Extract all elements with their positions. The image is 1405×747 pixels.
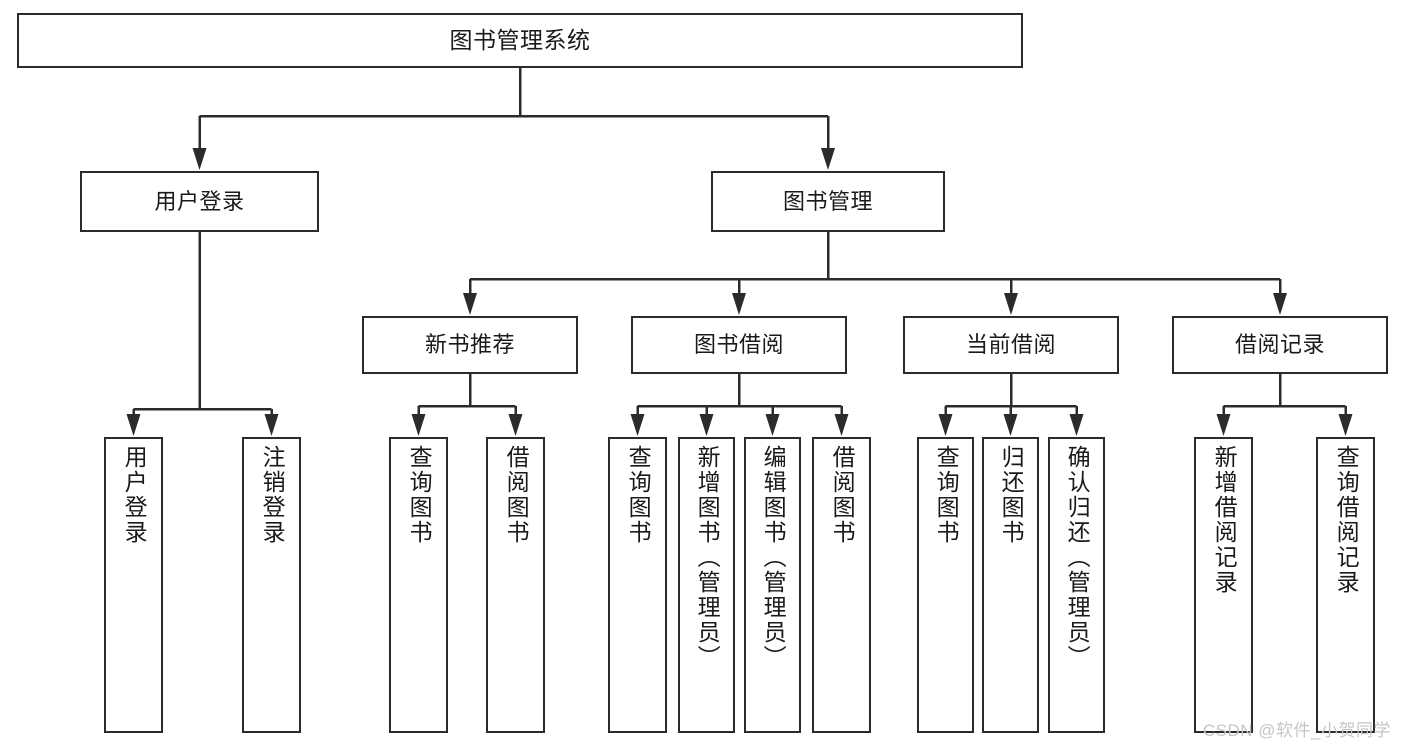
node-label-leaf-borrow-book-1: 借阅图书: [503, 445, 530, 545]
arrowhead-leaf-query-book-3: [938, 414, 953, 436]
node-label-leaf-query-book-2: 查询图书: [625, 445, 652, 545]
node-label-leaf-query-book-3: 查询图书: [933, 445, 960, 545]
arrowhead-new-book-recommend: [463, 293, 477, 315]
arrowhead-borrow-record: [1273, 293, 1287, 315]
node-label-leaf-query-borrow-record: 查询借阅记录: [1333, 445, 1360, 595]
node-leaf-add-book[interactable]: 新增图书（管理员）: [678, 437, 735, 733]
arrowhead-leaf-borrow-book-1: [508, 414, 523, 436]
arrowhead-leaf-add-borrow-record: [1216, 414, 1231, 436]
arrowhead-current-borrow: [1004, 293, 1018, 315]
arrowhead-leaf-logout: [264, 414, 279, 436]
node-label-user-login: 用户登录: [154, 188, 245, 214]
node-label-leaf-return-book: 归还图书: [998, 445, 1025, 545]
node-leaf-confirm-return[interactable]: 确认归还（管理员）: [1048, 437, 1105, 733]
node-label-current-borrow: 当前借阅: [965, 332, 1056, 358]
node-label-leaf-add-book: 新增图书（管理员）: [694, 445, 721, 670]
arrowhead-leaf-add-book: [699, 414, 714, 436]
watermark: CSDN @软件_小贺同学: [1202, 721, 1391, 740]
node-label-leaf-logout: 注销登录: [259, 445, 286, 545]
node-leaf-logout[interactable]: 注销登录: [242, 437, 301, 733]
node-user-login[interactable]: 用户登录: [80, 171, 319, 232]
node-label-leaf-query-book-1: 查询图书: [406, 445, 433, 545]
arrowhead-leaf-query-borrow-record: [1338, 414, 1353, 436]
arrowhead-book-borrow: [732, 293, 746, 315]
node-leaf-edit-book[interactable]: 编辑图书（管理员）: [744, 437, 801, 733]
node-label-root: 图书管理系统: [449, 26, 591, 53]
node-current-borrow[interactable]: 当前借阅: [903, 316, 1119, 374]
node-label-leaf-borrow-book-2: 借阅图书: [829, 445, 856, 545]
arrowhead-book-manage: [821, 148, 835, 170]
arrowhead-leaf-edit-book: [765, 414, 780, 436]
arrowhead-leaf-return-book: [1003, 414, 1018, 436]
node-leaf-user-login[interactable]: 用户登录: [104, 437, 163, 733]
node-new-book-recommend[interactable]: 新书推荐: [362, 316, 578, 374]
arrowhead-leaf-query-book-1: [411, 414, 426, 436]
arrowhead-leaf-query-book-2: [630, 414, 645, 436]
node-root[interactable]: 图书管理系统: [17, 13, 1023, 68]
node-label-leaf-confirm-return: 确认归还（管理员）: [1064, 445, 1091, 670]
node-label-book-borrow: 图书借阅: [693, 332, 784, 358]
arrowhead-leaf-confirm-return: [1069, 414, 1084, 436]
node-leaf-query-book-2[interactable]: 查询图书: [608, 437, 667, 733]
node-leaf-query-borrow-record[interactable]: 查询借阅记录: [1316, 437, 1375, 733]
node-leaf-borrow-book-2[interactable]: 借阅图书: [812, 437, 871, 733]
node-leaf-borrow-book-1[interactable]: 借阅图书: [486, 437, 545, 733]
node-book-manage[interactable]: 图书管理: [711, 171, 945, 232]
arrowhead-leaf-user-login: [126, 414, 141, 436]
node-leaf-return-book[interactable]: 归还图书: [982, 437, 1039, 733]
node-label-borrow-record: 借阅记录: [1234, 332, 1325, 358]
arrowhead-leaf-borrow-book-2: [834, 414, 849, 436]
node-label-leaf-edit-book: 编辑图书（管理员）: [760, 445, 787, 670]
node-book-borrow[interactable]: 图书借阅: [631, 316, 847, 374]
node-leaf-query-book-3[interactable]: 查询图书: [917, 437, 974, 733]
arrowhead-user-login: [192, 148, 207, 170]
node-label-leaf-user-login: 用户登录: [121, 445, 148, 545]
node-borrow-record[interactable]: 借阅记录: [1172, 316, 1388, 374]
node-leaf-query-book-1[interactable]: 查询图书: [389, 437, 448, 733]
node-leaf-add-borrow-record[interactable]: 新增借阅记录: [1194, 437, 1253, 733]
node-label-new-book-recommend: 新书推荐: [424, 332, 515, 358]
node-label-leaf-add-borrow-record: 新增借阅记录: [1211, 445, 1238, 595]
node-label-book-manage: 图书管理: [782, 188, 873, 214]
